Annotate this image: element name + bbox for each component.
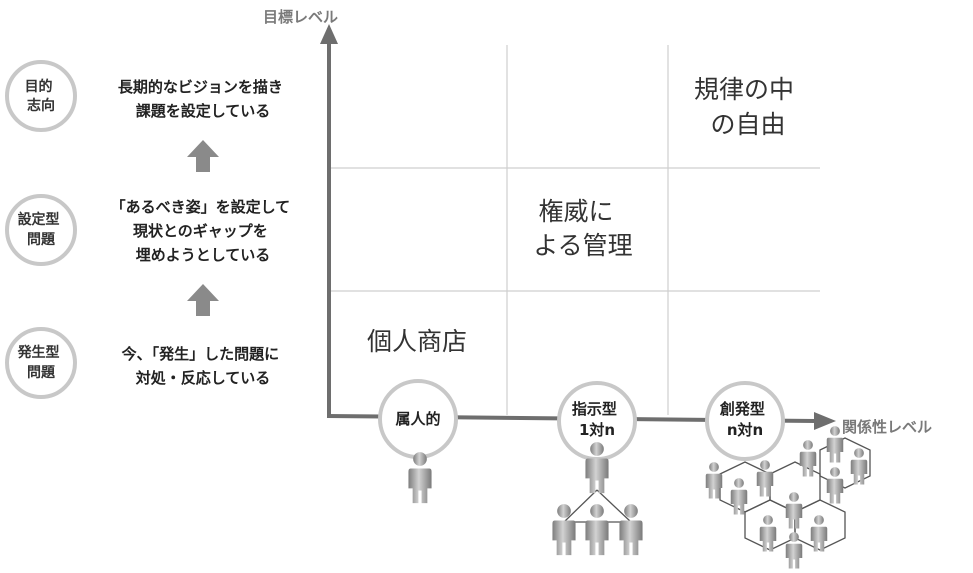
person-icon xyxy=(756,460,774,497)
level-description-purpose: 長期的なビジョンを描き 課題を設定している xyxy=(118,78,288,120)
level-description-line: 課題を設定している xyxy=(136,102,271,120)
level-circle-label-line-2: 問題 xyxy=(27,365,56,381)
level-description-line: 現状とのギャップを xyxy=(133,222,268,240)
cell-middle-center-line-2: よる管理 xyxy=(533,231,632,260)
person-icon xyxy=(826,426,844,463)
level-circle-label-line-2: 問題 xyxy=(27,232,56,248)
y-axis-label: 目標レベル xyxy=(263,8,338,26)
category-circle-emergent: 創発型 n対n xyxy=(705,381,785,461)
level-circle-label-line-1: 設定型 xyxy=(18,211,60,228)
person-icon xyxy=(585,504,609,556)
level-circle-label-line-2: 志向 xyxy=(27,97,55,114)
level-circle-occurrence: 発生型 問題 xyxy=(5,327,77,399)
y-axis-arrowhead xyxy=(320,24,338,44)
level-description-line: 今、「発生」した問題に xyxy=(121,345,280,363)
cell-bottom-left-line-1: 個人商店 xyxy=(367,327,467,356)
level-circle-setting: 設定型 問題 xyxy=(5,194,77,266)
category-label: 属人的 xyxy=(395,410,440,428)
level-circle-shape xyxy=(5,327,77,399)
level-description-setting: 「あるべき姿」を設定して 現状とのギャップを 埋めようとしている xyxy=(111,198,296,264)
category-circle-individual: 属人的 xyxy=(378,379,458,459)
level-circle-shape xyxy=(5,60,77,132)
cell-top-right: 規律の中 の自由 xyxy=(694,75,802,139)
level-description-occurrence: 今、「発生」した問題に 対処・反応している xyxy=(121,345,285,387)
category-circle-shape xyxy=(705,381,785,461)
cell-bottom-left: 個人商店 xyxy=(367,327,467,356)
x-axis-arrowhead xyxy=(814,412,836,430)
category-label-line-2: 1対n xyxy=(579,421,615,439)
level-circle-purpose: 目的 志向 xyxy=(5,60,77,132)
cell-top-right-line-2: の自由 xyxy=(710,110,785,139)
up-arrow-icon xyxy=(187,140,219,172)
level-description-line: 長期的なビジョンを描き xyxy=(118,78,283,96)
category-label-line-1: 指示型 xyxy=(572,400,617,418)
level-circle-label: 発生型 問題 xyxy=(17,344,65,381)
person-icon xyxy=(826,467,844,504)
cell-middle-center-line-1: 権威に xyxy=(539,197,614,226)
matrix-grid xyxy=(330,45,820,415)
level-description-line: 「あるべき姿」を設定して xyxy=(111,198,291,216)
level-description-line: 埋めようとしている xyxy=(136,246,271,264)
person-icon xyxy=(785,492,803,529)
person-icon xyxy=(619,504,643,556)
person-icon xyxy=(408,452,432,504)
level-circle-shape xyxy=(5,194,77,266)
category-label-line-1: 創発型 xyxy=(719,400,765,418)
cell-top-right-line-1: 規律の中 xyxy=(694,75,794,104)
category-label: 創発型 n対n xyxy=(719,400,770,439)
cell-middle-center: 権威に よる管理 xyxy=(533,197,632,260)
level-circle-label-line-1: 発生型 xyxy=(17,344,60,361)
level-circle-label-line-1: 目的 xyxy=(25,78,53,95)
level-circle-label: 設定型 問題 xyxy=(18,211,65,248)
category-label-line-1: 属人的 xyxy=(395,410,440,428)
category-label-line-2: n対n xyxy=(727,421,763,439)
level-circle-label: 目的 志向 xyxy=(25,78,58,114)
person-icon xyxy=(785,532,803,569)
x-axis-label: 関係性レベル xyxy=(842,418,932,436)
category-label: 指示型 1対n xyxy=(572,400,622,439)
person-icon xyxy=(552,504,576,556)
level-description-line: 対処・反応している xyxy=(135,369,271,387)
category-circle-directive: 指示型 1対n xyxy=(557,381,637,461)
up-arrow-icon xyxy=(187,284,219,316)
